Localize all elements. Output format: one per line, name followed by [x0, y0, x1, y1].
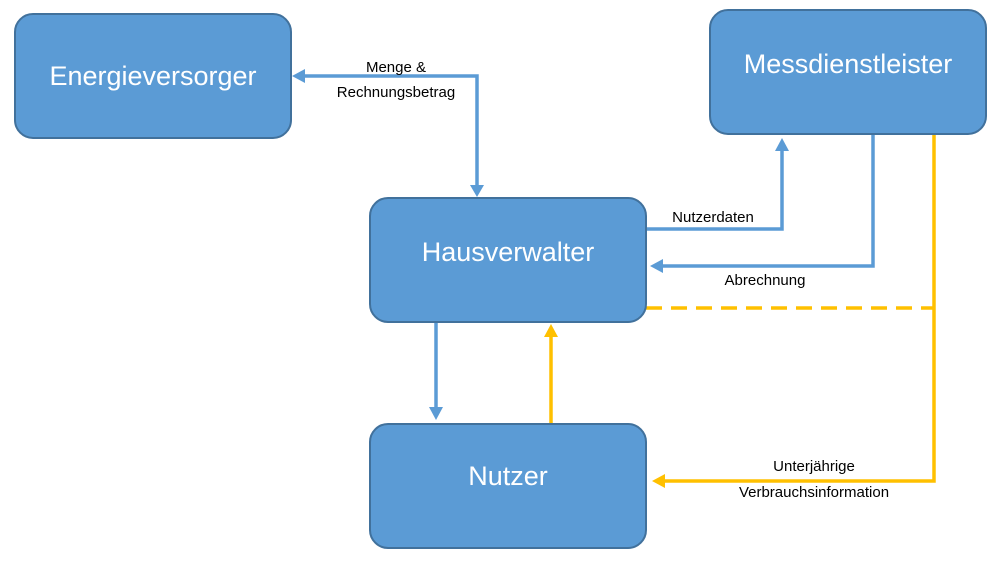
label-nutzerdaten: Nutzerdaten	[672, 209, 754, 226]
node-energieversorger-label: Energieversorger	[49, 61, 256, 91]
node-nutzer: Nutzer	[369, 423, 647, 549]
node-hausverwalter: Hausverwalter	[369, 197, 647, 323]
arrowhead-to-nutzer-yellow	[652, 474, 665, 488]
arrowhead-to-nutzer	[429, 407, 443, 420]
arrowhead-to-messdienstleister	[775, 138, 789, 151]
connector-nutzerdaten	[646, 150, 784, 231]
label-menge-line1: Menge &	[366, 59, 426, 76]
arrowhead-yellow-to-hausverwalter	[544, 324, 558, 337]
arrowhead-abrechnung	[650, 259, 663, 273]
arrowhead-to-energieversorger	[292, 69, 305, 83]
node-nutzer-label: Nutzer	[468, 461, 548, 491]
node-messdienstleister: Messdienstleister	[709, 9, 987, 135]
label-abrechnung: Abrechnung	[725, 272, 806, 289]
label-unterjaehrige-line1: Unterjährige	[773, 458, 855, 475]
connector-unterjaehrige-verbrauchsinformation	[664, 134, 936, 483]
node-hausverwalter-label: Hausverwalter	[422, 237, 595, 267]
node-energieversorger: Energieversorger	[14, 13, 292, 139]
connector-menge-rechnungsbetrag	[303, 74, 479, 188]
node-messdienstleister-label: Messdienstleister	[744, 49, 953, 79]
connector-abrechnung	[662, 134, 875, 268]
label-unterjaehrige-line2: Verbrauchsinformation	[739, 484, 889, 501]
arrowhead-to-hausverwalter-top	[470, 185, 484, 197]
label-menge-line2: Rechnungsbetrag	[337, 84, 455, 101]
